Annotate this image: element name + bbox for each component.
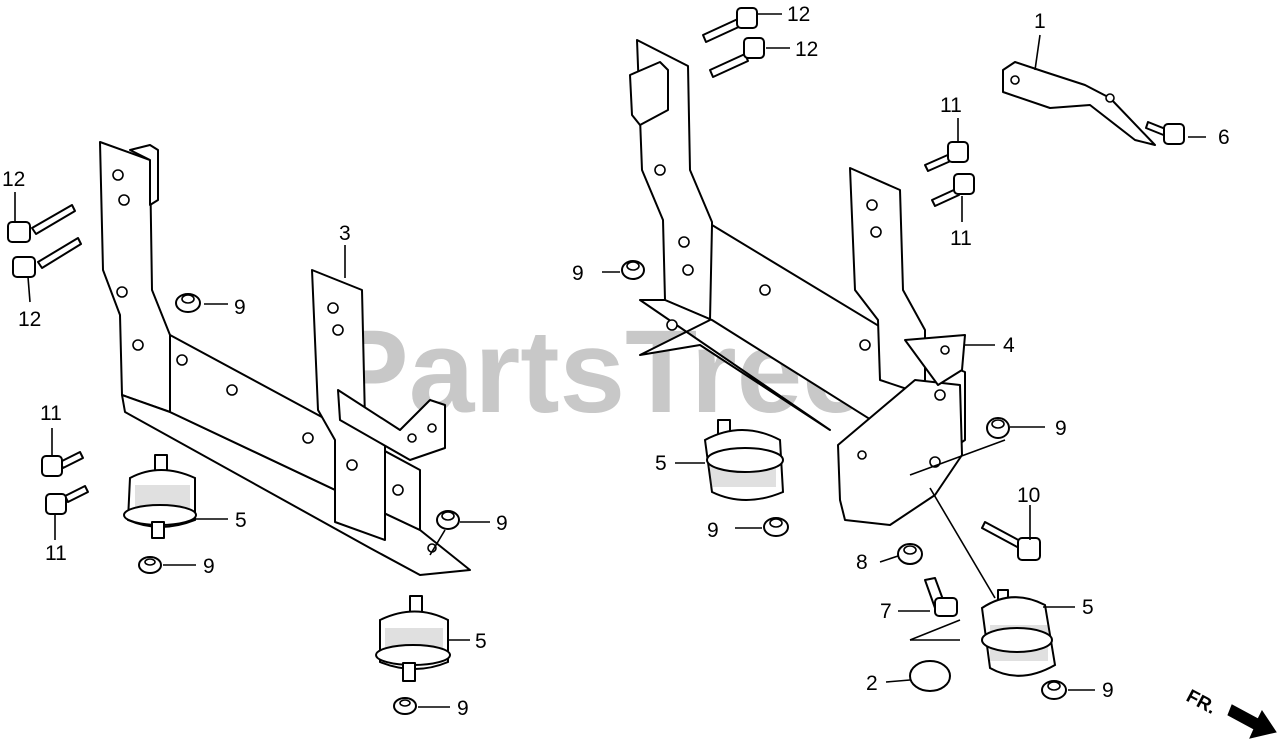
rubber-mount-left-icon [123, 454, 197, 539]
front-arrow-icon [1227, 704, 1277, 739]
front-direction-indicator: FR. [1183, 686, 1277, 739]
bolt-10-icon [981, 521, 1041, 561]
callout-11-left-upper: 11 [40, 402, 62, 425]
callout-12-right-lower: 12 [795, 38, 818, 61]
leader-lines [14, 13, 1206, 708]
bolt-12-left-upper-icon [7, 204, 76, 243]
rubber-mounts [123, 419, 1057, 682]
callout-numbers: 1 2 3 4 5 5 5 5 6 7 8 9 9 9 9 9 9 9 9 10… [2, 3, 1230, 720]
bolt-12-right-upper-icon [702, 7, 758, 43]
frame-holes [112, 169, 437, 553]
callout-11-right-upper: 11 [940, 94, 962, 117]
callout-3: 3 [339, 222, 351, 245]
callout-5-right: 5 [1082, 596, 1094, 619]
bolt-12-right-lower-icon [709, 37, 765, 78]
callout-2: 2 [866, 672, 878, 695]
front-direction-label: FR. [1183, 686, 1220, 719]
callout-9-right-bottom: 9 [1102, 679, 1114, 702]
rubber-mount-center-icon [703, 419, 785, 501]
callout-12-left-upper: 12 [2, 168, 25, 191]
nut-9-left-frame-icon [175, 293, 201, 313]
bolt-11-left-lower-icon [45, 485, 89, 515]
bolt-11-right-upper-icon [924, 141, 969, 172]
callout-8: 8 [856, 551, 868, 574]
callout-4: 4 [1003, 334, 1015, 357]
bolt-12-left-lower-icon [12, 237, 82, 278]
nut-9-bottom-mount-icon [393, 697, 417, 715]
rubber-mount-right-icon [980, 589, 1057, 677]
left-frame-bracket [99, 141, 471, 576]
callout-7: 7 [880, 600, 892, 623]
callout-9-right-frame: 9 [572, 262, 584, 285]
right-frame-bracket [629, 39, 966, 526]
callout-9-bottom-mount: 9 [457, 697, 469, 720]
callout-1: 1 [1034, 10, 1046, 33]
stud-7-icon [924, 577, 958, 617]
bolt-11-left-upper-icon [41, 451, 84, 477]
callout-9-left-rail: 9 [496, 512, 508, 535]
callout-5-left: 5 [235, 509, 247, 532]
nut-9-left-rail-icon [436, 510, 460, 530]
callout-6: 6 [1218, 126, 1230, 149]
nuts [138, 260, 1067, 715]
right-frame-holes [654, 164, 950, 468]
bolt-11-right-lower-icon [931, 173, 975, 207]
nut-8-icon [897, 543, 923, 565]
callout-11-left-lower: 11 [45, 542, 67, 565]
callout-12-right-upper: 12 [787, 3, 810, 26]
callout-5-bottom: 5 [475, 630, 487, 653]
nut-9-right-upper-icon [986, 417, 1010, 439]
callout-5-center: 5 [655, 452, 667, 475]
cap-2-icon [909, 660, 951, 692]
callout-9-left-frame: 9 [234, 296, 246, 319]
callout-11-right-lower: 11 [950, 227, 972, 250]
nut-9-center-mount-icon [763, 517, 789, 537]
bolts [7, 7, 1185, 617]
callout-9-center-mount: 9 [707, 519, 719, 542]
bolt-6-icon [1145, 121, 1185, 145]
callout-12-left-lower: 12 [18, 308, 41, 331]
small-bracket-part-1 [1002, 61, 1156, 146]
callout-10: 10 [1017, 484, 1040, 507]
nut-9-left-mount-icon [138, 556, 162, 574]
nut-9-right-bottom-icon [1041, 680, 1067, 700]
callout-9-right-upper: 9 [1055, 417, 1067, 440]
callout-9-left-mount: 9 [203, 555, 215, 578]
rubber-mount-bottom-icon [375, 595, 451, 682]
nut-9-right-frame-icon [621, 260, 645, 280]
